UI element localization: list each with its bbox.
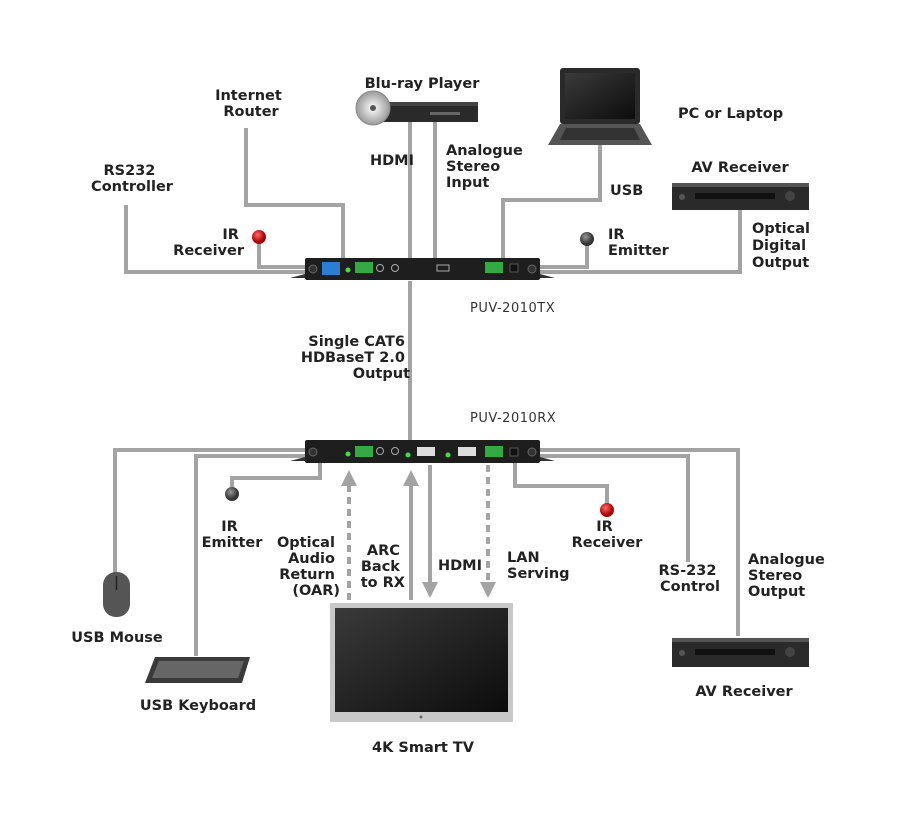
usb-port bbox=[458, 447, 476, 456]
tx-model-label: PUV-2010TX bbox=[470, 301, 555, 316]
pc-laptop-label: PC or Laptop bbox=[678, 106, 783, 122]
ir-receiver-icon bbox=[600, 503, 614, 517]
rs232-control-cable bbox=[540, 454, 690, 562]
tx-unit bbox=[290, 258, 555, 280]
rs232-cable bbox=[124, 205, 305, 274]
usb-keyboard-icon bbox=[145, 657, 250, 683]
ir-emitter-cable bbox=[230, 463, 322, 488]
analogue-input-label: Analogue Stereo Input bbox=[446, 143, 528, 191]
usb-label: USB bbox=[610, 183, 643, 199]
av-receiver-label: AV Receiver bbox=[695, 684, 793, 700]
analogue-output-cable bbox=[540, 448, 740, 636]
ir-receiver-label: IR Receiver bbox=[173, 227, 245, 259]
tv-icon bbox=[330, 603, 513, 722]
av-receiver-icon bbox=[672, 638, 809, 667]
ir-receiver-cable bbox=[257, 242, 305, 269]
terminal-block bbox=[485, 262, 503, 273]
tv-label: 4K Smart TV bbox=[372, 740, 475, 756]
ir-receiver-label: IR Receiver bbox=[572, 519, 644, 551]
optical-cable bbox=[540, 210, 742, 274]
lan-label: LAN Serving bbox=[507, 550, 570, 582]
rx-unit bbox=[290, 440, 555, 463]
lan-port bbox=[322, 262, 340, 275]
laptop-icon bbox=[548, 68, 652, 145]
terminal-block bbox=[355, 262, 373, 273]
power-led bbox=[345, 267, 351, 273]
router-cable bbox=[244, 128, 345, 260]
usb-cable bbox=[501, 145, 602, 260]
usb-port bbox=[417, 447, 435, 456]
bluray-player-icon bbox=[355, 90, 478, 126]
usb-mouse-label: USB Mouse bbox=[71, 630, 163, 646]
usb-mouse-icon bbox=[103, 572, 130, 617]
usb-port bbox=[436, 264, 450, 272]
usb-keyboard-cable bbox=[194, 454, 305, 656]
cat6-label: Single CAT6 HDBaseT 2.0 Output bbox=[301, 334, 410, 382]
internet-router-label: Internet Router bbox=[215, 88, 287, 120]
ir-emitter-cable bbox=[540, 244, 589, 269]
av-receiver-icon bbox=[672, 183, 809, 210]
hdmi-input-label: HDMI bbox=[370, 153, 414, 169]
analogue-output-label: Analogue Stereo Output bbox=[748, 552, 830, 600]
ir-emitter-icon bbox=[580, 232, 594, 246]
bluray-player-label: Blu-ray Player bbox=[365, 76, 481, 92]
ir-receiver-icon bbox=[252, 230, 266, 244]
rx-cables bbox=[113, 448, 740, 656]
ir-emitter-label: IR Emitter bbox=[608, 227, 670, 259]
usb-keyboard-label: USB Keyboard bbox=[140, 698, 256, 714]
oar-label: Optical Audio Return (OAR) bbox=[277, 535, 340, 599]
av-receiver-label: AV Receiver bbox=[691, 160, 789, 176]
ir-emitter-label: IR Emitter bbox=[202, 519, 264, 551]
ir-receiver-cable bbox=[513, 463, 609, 505]
optical-output-label: Optical Digital Output bbox=[752, 221, 815, 271]
usb-mouse-cable bbox=[113, 448, 305, 575]
hdmi-output-label: HDMI bbox=[438, 558, 482, 574]
rx-model-label: PUV-2010RX bbox=[470, 411, 556, 426]
tx-cables bbox=[124, 122, 742, 441]
arc-label: ARC Back to RX bbox=[361, 543, 405, 591]
rs232-controller-label: RS232 Controller bbox=[91, 163, 174, 195]
rs232-control-label: RS-232 Control bbox=[659, 563, 722, 595]
ir-emitter-icon bbox=[225, 487, 239, 501]
